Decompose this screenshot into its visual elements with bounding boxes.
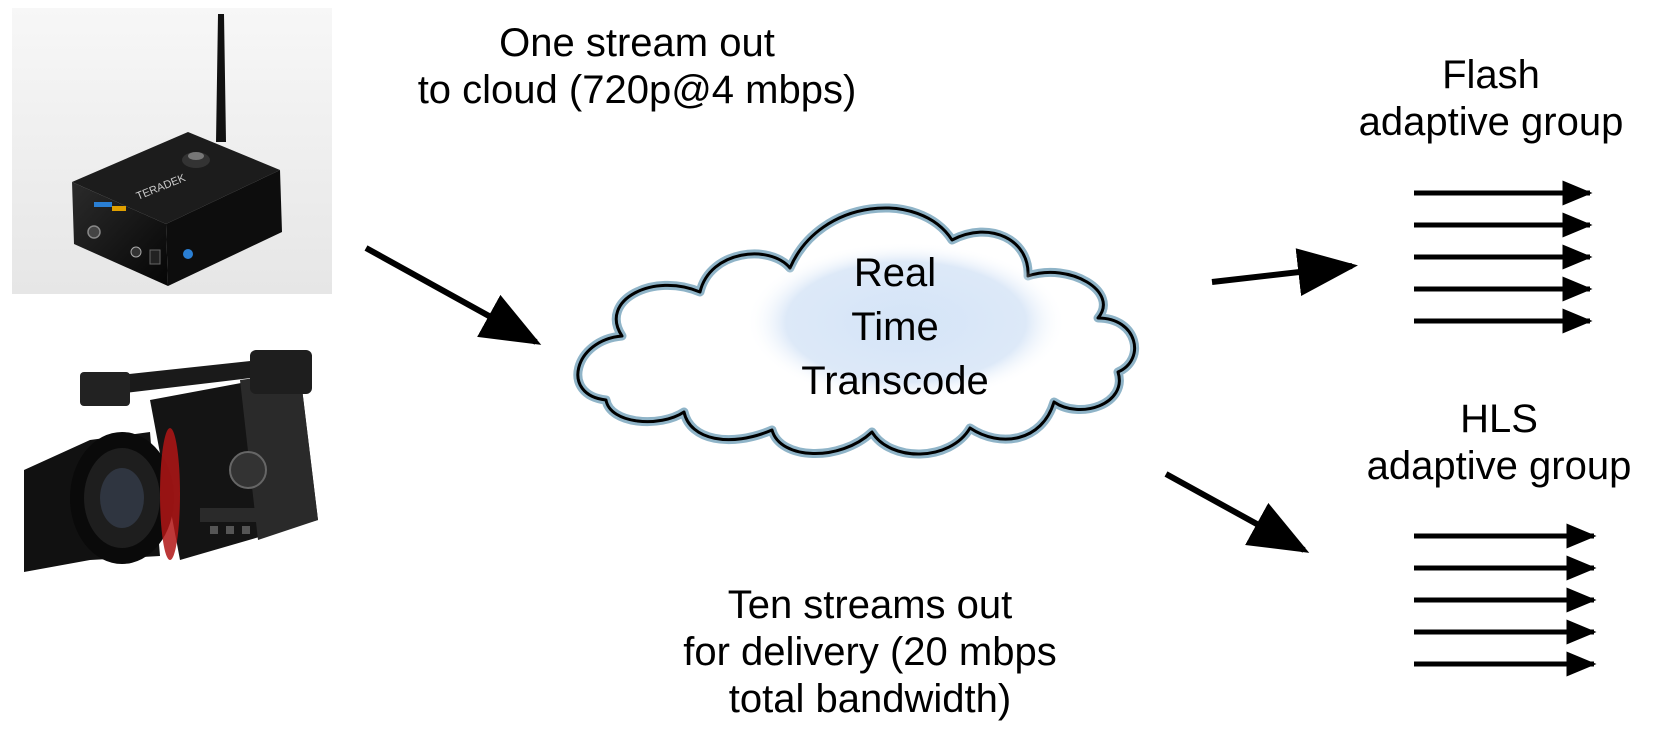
flash-group-label: Flash adaptive group (1326, 52, 1656, 146)
flash-group-label-line1: Flash (1442, 53, 1540, 97)
output-streams-label-line1: Ten streams out (727, 583, 1013, 627)
cloud-label: Real Time Transcode (760, 246, 1030, 408)
input-stream-label-line2: to cloud (720p@4 mbps) (417, 68, 857, 112)
cloud-label-line2: Time (851, 305, 939, 349)
flash-group-label-line2: adaptive group (1358, 100, 1624, 144)
video-camera-icon (24, 350, 318, 572)
input-stream-label-line1: One stream out (499, 21, 775, 65)
wireless-encoder-device-icon: TERADEK (12, 8, 332, 294)
flash-output-arrow (1211, 248, 1358, 296)
flash-stream-arrows (1414, 180, 1593, 334)
hls-group-label: HLS adaptive group (1334, 396, 1664, 490)
output-streams-label-line2: for delivery (20 mbps (683, 630, 1057, 674)
output-streams-label: Ten streams out for delivery (20 mbps to… (600, 582, 1140, 723)
cloud-label-line1: Real (853, 251, 937, 295)
hls-group-label-line2: adaptive group (1366, 444, 1632, 488)
input-arrow (364, 245, 542, 345)
cloud-label-line3: Transcode (801, 359, 989, 403)
input-stream-label: One stream out to cloud (720p@4 mbps) (372, 20, 902, 114)
hls-group-label-line1: HLS (1460, 397, 1538, 441)
output-streams-label-line3: total bandwidth) (728, 677, 1012, 721)
hls-output-arrow (1164, 471, 1310, 553)
hls-stream-arrows (1414, 523, 1597, 677)
cloud-shape (573, 203, 1139, 459)
